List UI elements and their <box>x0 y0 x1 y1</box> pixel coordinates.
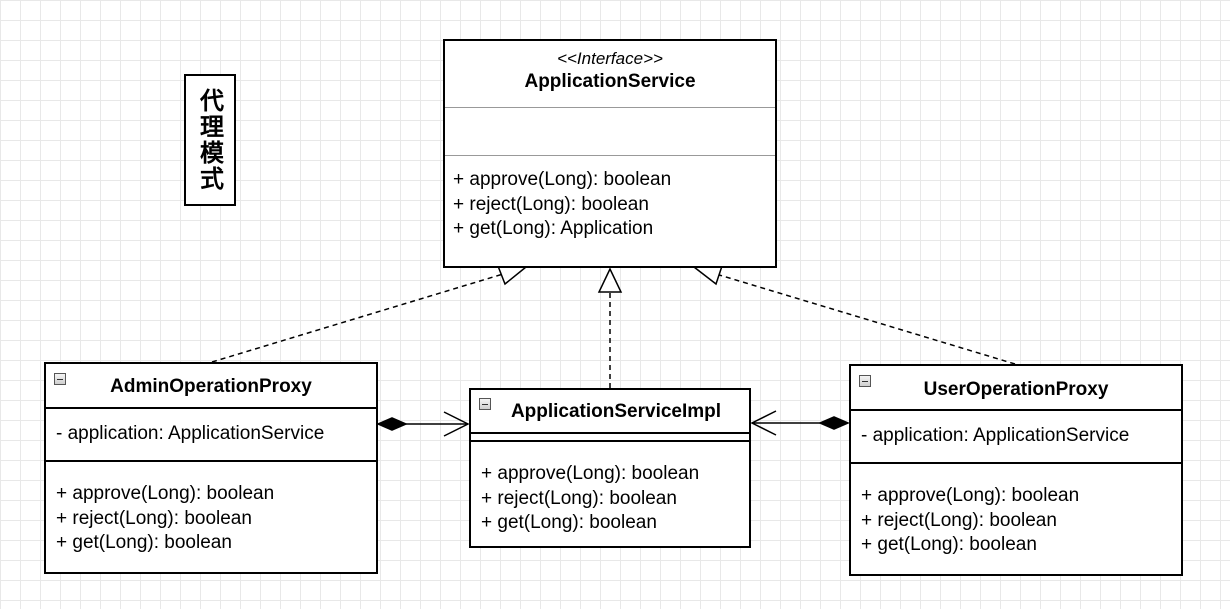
collapse-icon[interactable] <box>479 398 491 410</box>
user-attribute: - application: ApplicationService <box>861 425 1130 446</box>
impl-attributes <box>471 434 749 442</box>
interface-method: + reject(Long): boolean <box>453 193 649 215</box>
class-application-service-impl[interactable]: ApplicationServiceImpl + approve(Long): … <box>469 388 751 548</box>
class-admin-operation-proxy[interactable]: AdminOperationProxy - application: Appli… <box>44 362 378 574</box>
realization-arrowhead-admin <box>496 265 529 286</box>
user-attributes: - application: ApplicationService <box>851 411 1181 464</box>
admin-class-name: AdminOperationProxy <box>110 376 312 397</box>
interface-method: + approve(Long): boolean <box>453 169 672 190</box>
realization-edge-admin[interactable] <box>211 270 514 363</box>
impl-class-name: ApplicationServiceImpl <box>510 401 722 422</box>
impl-method: + approve(Long): boolean <box>481 463 700 484</box>
user-class-name: UserOperationProxy <box>923 379 1109 400</box>
impl-method: + get(Long): boolean <box>481 512 657 533</box>
interface-method: + get(Long): Application <box>453 218 654 239</box>
interface-stereotype: <<Interface>> <box>557 49 663 68</box>
admin-method: + get(Long): boolean <box>56 532 232 553</box>
collapse-icon[interactable] <box>859 375 871 387</box>
impl-methods: + approve(Long): boolean + reject(Long):… <box>471 462 749 536</box>
user-method: + get(Long): boolean <box>861 534 1037 555</box>
interface-header: <<Interface>> ApplicationService <box>445 41 775 108</box>
user-header: UserOperationProxy <box>851 366 1181 411</box>
diagram-title: 代理模式 <box>195 88 224 192</box>
realization-arrowhead-user <box>691 265 724 286</box>
admin-method: + approve(Long): boolean <box>56 483 275 504</box>
collapse-icon[interactable] <box>54 373 66 385</box>
composition-arrowhead-admin <box>443 411 470 437</box>
impl-header: ApplicationServiceImpl <box>471 390 749 434</box>
admin-methods: + approve(Long): boolean + reject(Long):… <box>46 482 376 556</box>
class-user-operation-proxy[interactable]: UserOperationProxy - application: Applic… <box>849 364 1183 576</box>
realization-arrowhead-impl <box>597 267 623 293</box>
interface-attributes <box>445 108 775 156</box>
admin-attribute: - application: ApplicationService <box>56 423 325 444</box>
impl-method: + reject(Long): boolean <box>481 487 677 509</box>
composition-diamond-user <box>818 416 850 430</box>
admin-attributes: - application: ApplicationService <box>46 409 376 462</box>
realization-edge-user[interactable] <box>705 270 1016 365</box>
interface-name: ApplicationService <box>524 71 696 92</box>
composition-arrowhead-user <box>750 410 777 436</box>
user-method: + approve(Long): boolean <box>861 485 1080 506</box>
admin-method: + reject(Long): boolean <box>56 507 252 529</box>
user-method: + reject(Long): boolean <box>861 509 1057 531</box>
admin-header: AdminOperationProxy <box>46 364 376 409</box>
user-methods: + approve(Long): boolean + reject(Long):… <box>851 484 1181 558</box>
composition-diamond-admin <box>376 417 408 431</box>
interface-methods: + approve(Long): boolean + reject(Long):… <box>445 168 775 242</box>
interface-application-service[interactable]: <<Interface>> ApplicationService + appro… <box>443 39 777 268</box>
diagram-title-box: 代理模式 <box>184 74 236 206</box>
